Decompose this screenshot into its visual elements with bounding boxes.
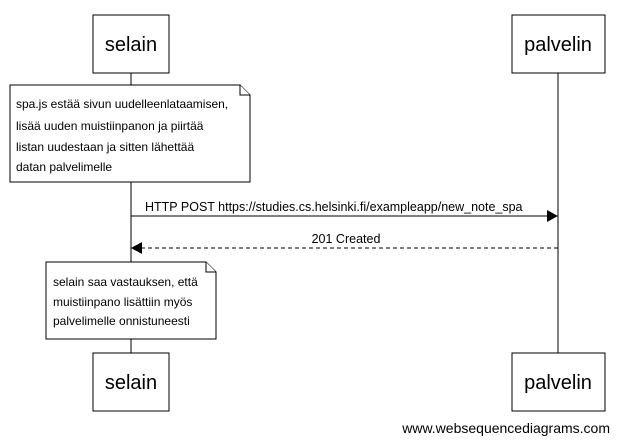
note-second-line-3: palvelimelle onnistuneesti [53,314,190,328]
note-first-line-3: listan uudestaan ja sitten lähettää [16,140,194,154]
message-http-post-label: HTTP POST https://studies.cs.helsinki.fi… [145,200,523,214]
note-second-line-1: selain saa vastauksen, että [53,275,198,289]
participant-selain-top: selain [92,14,170,74]
note-second: selain saa vastauksen, että muistiinpano… [45,261,217,340]
participant-palvelin-top-label: palvelin [524,34,592,56]
participant-selain-bottom: selain [92,352,170,412]
message-http-post: HTTP POST https://studies.cs.helsinki.fi… [131,200,558,222]
message-201-created: 201 Created [131,232,558,254]
message-201-created-label: 201 Created [312,232,381,246]
note-first-line-1: spa.js estää sivun uudelleenlataamisen, [16,97,228,111]
arrowhead-left [131,242,142,254]
arrowhead-right [547,210,558,222]
participant-selain-top-label: selain [105,34,157,56]
watermark-link[interactable]: www.websequencediagrams.com [401,420,610,436]
participant-palvelin-bottom-label: palvelin [524,372,592,394]
participant-palvelin-top: palvelin [511,14,606,74]
participant-palvelin-bottom: palvelin [511,352,606,412]
note-first-line-4: datan palvelimelle [16,160,112,174]
participant-selain-bottom-label: selain [105,372,157,394]
note-first-line-2: lisää uuden muistiinpanon ja piirtää [16,119,204,133]
note-second-line-2: muistiinpano lisättiin myös [53,295,192,309]
note-first: spa.js estää sivun uudelleenlataamisen, … [9,84,251,183]
